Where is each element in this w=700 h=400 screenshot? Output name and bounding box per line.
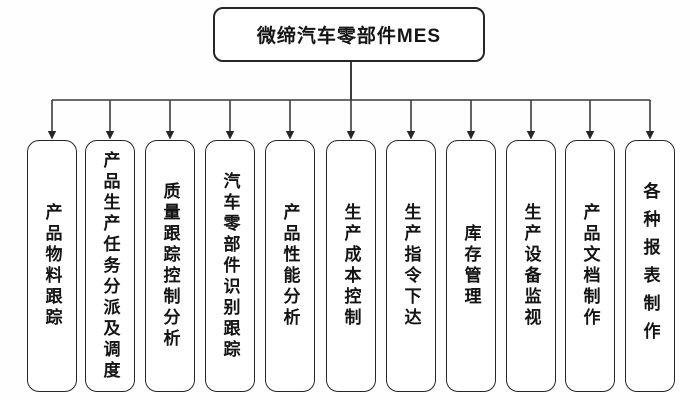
child-node-parts-identification-tracking: 汽车零部件识别跟踪 [205, 140, 255, 392]
child-node-various-reports: 各种报表制作 [625, 140, 675, 392]
connector-arrow [406, 100, 416, 140]
connector-arrow [466, 100, 476, 140]
child-node-production-task-dispatch: 产品生产任务分派及调度 [85, 140, 135, 392]
child-node-label: 产品生产任务分派及调度 [100, 150, 120, 382]
connector-arrow [645, 100, 655, 140]
child-node-label: 产品性能分析 [280, 203, 300, 329]
child-node-label: 生产设备监视 [521, 203, 541, 329]
root-node-label: 微缔汽车零部件MES [256, 26, 442, 47]
child-node-label: 生产指令下达 [401, 203, 421, 329]
child-node-label: 产品文档制作 [580, 203, 600, 329]
child-node-inventory-management: 库存管理 [446, 140, 496, 392]
child-node-product-documentation: 产品文档制作 [565, 140, 615, 392]
child-node-production-cost-control: 生产成本控制 [326, 140, 376, 392]
child-node-label: 汽车零部件识别跟踪 [220, 171, 240, 361]
child-node-product-material-tracking: 产品物料跟踪 [27, 140, 77, 392]
child-node-label: 生产成本控制 [341, 203, 361, 329]
child-node-production-order-issue: 生产指令下达 [386, 140, 436, 392]
connector-arrow [346, 100, 356, 140]
child-node-product-performance-analysis: 产品性能分析 [265, 140, 315, 392]
connector-arrow [285, 100, 295, 140]
connector-arrow [585, 100, 595, 140]
root-node: 微缔汽车零部件MES [213, 7, 485, 62]
connector-arrow [165, 100, 175, 140]
child-node-label: 产品物料跟踪 [42, 203, 62, 329]
child-node-label: 各种报表制作 [640, 182, 660, 350]
connector-arrow [526, 100, 536, 140]
connector-arrow [105, 100, 115, 140]
child-node-label: 库存管理 [461, 224, 481, 308]
child-node-equipment-monitoring: 生产设备监视 [506, 140, 556, 392]
connector-arrow [47, 100, 57, 140]
connector-arrow [225, 100, 235, 140]
child-node-quality-tracking-analysis: 质量跟踪控制分析 [145, 140, 195, 392]
child-node-label: 质量跟踪控制分析 [160, 182, 180, 350]
